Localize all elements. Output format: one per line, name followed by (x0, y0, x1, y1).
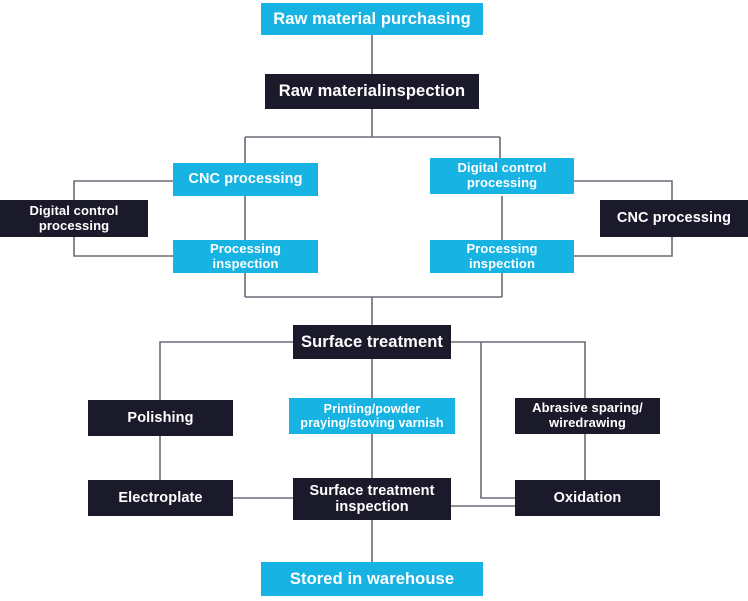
node-label: Polishing (127, 409, 194, 426)
node-polishing[interactable]: Polishing (88, 400, 233, 436)
node-oxidation[interactable]: Oxidation (515, 480, 660, 516)
node-label: Processing inspection (466, 240, 538, 271)
node-label: Digital control processing (29, 202, 119, 233)
node-surface-treatment[interactable]: Surface treatment (293, 325, 451, 359)
node-processing-inspection-right[interactable]: Processing inspection (430, 240, 574, 273)
node-label: Raw materialinspection (278, 82, 466, 101)
node-label: Surface treatment (301, 332, 443, 351)
node-label: Surface treatment inspection (309, 482, 435, 515)
node-digital-control-processing-left[interactable]: Digital control processing (0, 200, 148, 237)
node-cnc-processing-right[interactable]: CNC processing (600, 200, 748, 237)
node-surface-treatment-inspection[interactable]: Surface treatment inspection (293, 478, 451, 520)
node-label: Stored in warehouse (289, 569, 455, 588)
node-raw-material-inspection[interactable]: Raw materialinspection (265, 74, 479, 109)
node-label: Electroplate (118, 489, 203, 506)
node-label: Digital control processing (457, 160, 547, 190)
node-label: Oxidation (553, 489, 622, 506)
node-label: Printing/powder praying/stoving varnish (300, 402, 444, 430)
node-electroplate[interactable]: Electroplate (88, 480, 233, 516)
node-processing-inspection-left[interactable]: Processing inspection (173, 240, 318, 273)
node-cnc-processing-left[interactable]: CNC processing (173, 163, 318, 196)
node-raw-material-purchasing[interactable]: Raw material purchasing (261, 3, 483, 35)
node-printing-powder-praying[interactable]: Printing/powder praying/stoving varnish (289, 398, 455, 434)
node-abrasive-sparing-wiredrawing[interactable]: Abrasive sparing/ wiredrawing (515, 398, 660, 434)
node-stored-in-warehouse[interactable]: Stored in warehouse (261, 562, 483, 596)
node-label: CNC processing (188, 171, 303, 188)
node-label: Processing inspection (209, 240, 282, 271)
node-label: Abrasive sparing/ wiredrawing (532, 400, 643, 430)
node-label: Raw material purchasing (273, 9, 471, 28)
node-label: CNC processing (616, 210, 732, 227)
node-digital-control-processing-right[interactable]: Digital control processing (430, 158, 574, 194)
